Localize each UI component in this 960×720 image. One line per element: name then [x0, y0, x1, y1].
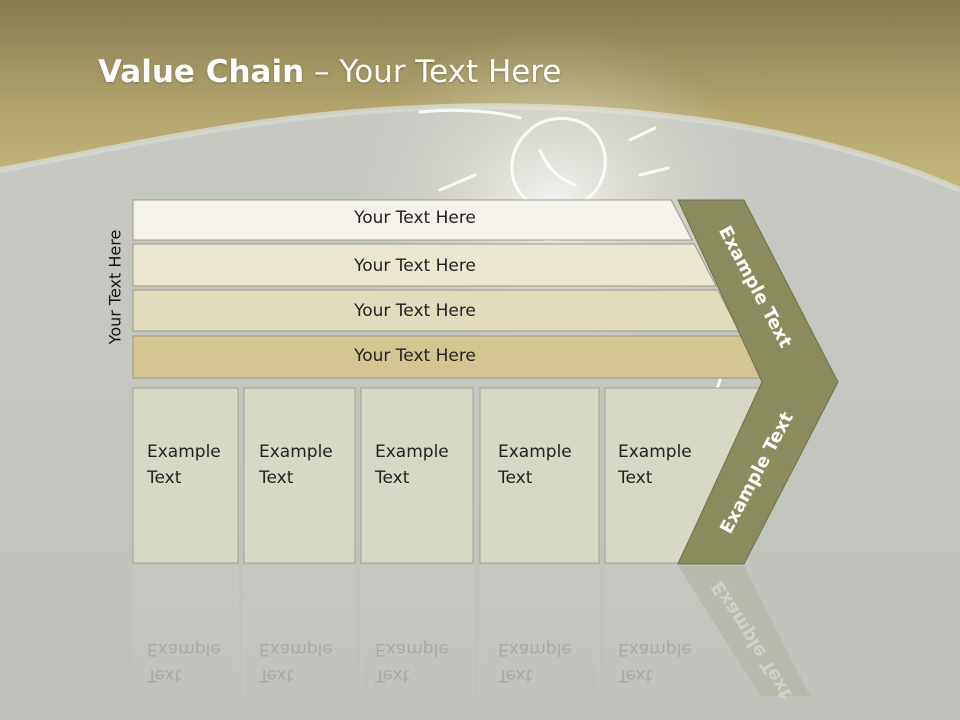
row-shape-2 — [132, 243, 717, 287]
title-rest: – Your Text Here — [304, 54, 562, 90]
box-shape-2 — [243, 387, 356, 564]
row-label-2: Your Text Here — [354, 256, 476, 276]
row-label-3: Your Text Here — [354, 301, 476, 321]
title-bold: Value Chain — [98, 54, 305, 90]
row-label-1: Your Text Here — [354, 208, 476, 228]
box-shape-4 — [479, 387, 600, 564]
chevron-shape — [677, 199, 839, 565]
box-shape-3 — [360, 387, 474, 564]
side-label: Your Text Here — [105, 229, 125, 345]
row-shape-1 — [132, 199, 693, 241]
slide-title: Value Chain – Your Text Here — [98, 54, 561, 90]
reflection — [132, 565, 810, 697]
box-shape-1 — [132, 387, 239, 564]
row-label-4: Your Text Here — [354, 346, 476, 366]
